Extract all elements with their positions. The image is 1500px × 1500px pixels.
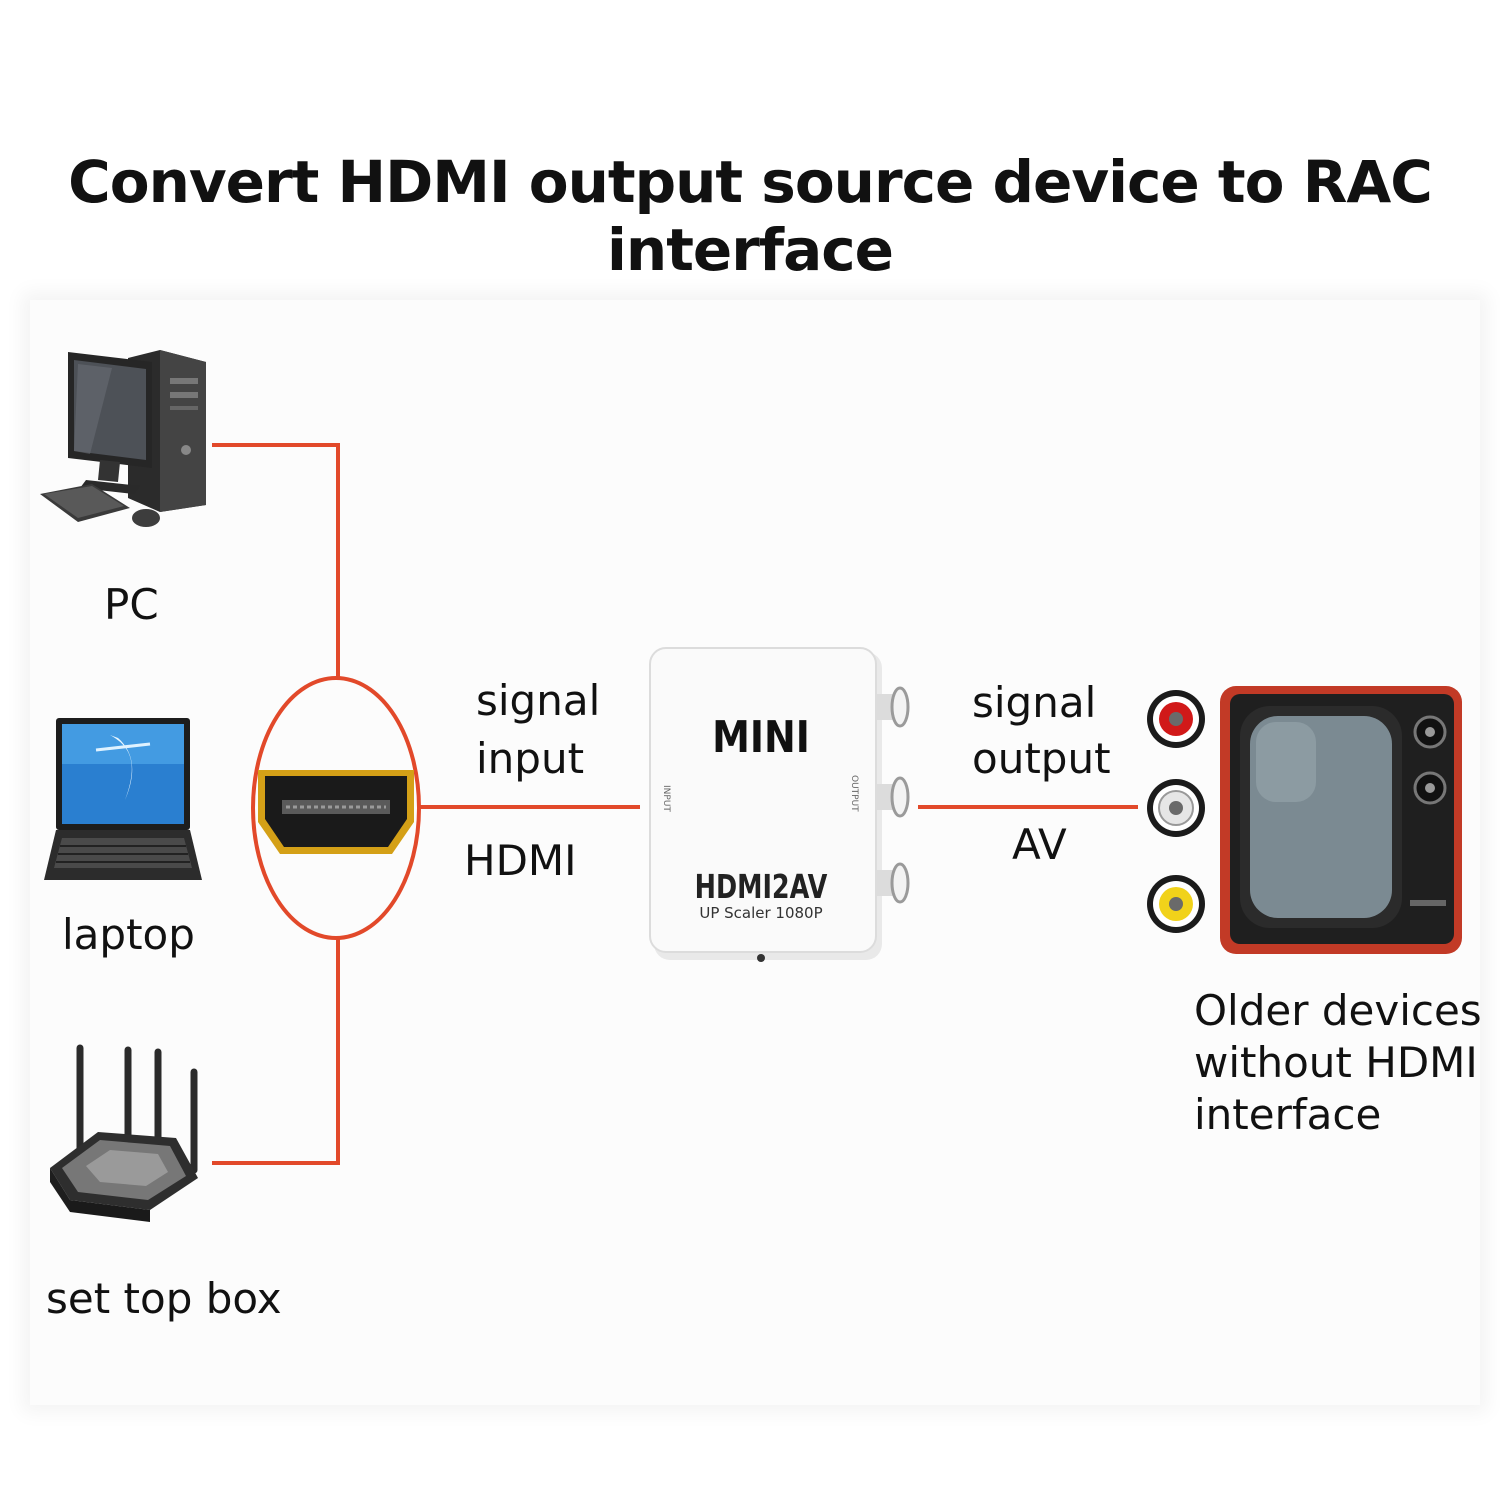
converter-subtitle: UP Scaler 1080P — [699, 904, 822, 922]
page-title: Convert HDMI output source device to RAC… — [68, 148, 1433, 284]
wire-set-top-box — [212, 938, 340, 1165]
laptop-icon — [44, 718, 202, 880]
input-label-line1: signal — [476, 676, 601, 725]
hdmi-port-icon — [258, 770, 414, 854]
source-label-set-top-box: set top box — [46, 1274, 282, 1323]
hdmi-highlight-ellipse — [251, 676, 421, 940]
output-type-label: AV — [1012, 820, 1067, 869]
router-set-top-box-icon — [50, 1044, 198, 1222]
input-label-line2: input — [476, 734, 585, 783]
wire-pc — [212, 443, 340, 678]
hdmi2av-converter — [649, 647, 910, 962]
desktop-pc-icon — [40, 350, 206, 527]
input-type-label: HDMI — [464, 836, 577, 885]
source-label-laptop: laptop — [62, 910, 195, 959]
converter-model: HDMI2AV — [695, 868, 828, 906]
source-label-pc: PC — [104, 580, 159, 629]
converter-brand: MINI — [712, 711, 810, 762]
old-tv-icon — [1220, 686, 1462, 954]
output-label-line2: output — [972, 734, 1111, 783]
wires — [212, 443, 1138, 1165]
output-label-line1: signal — [972, 678, 1097, 727]
target-label-line3: interface — [1194, 1090, 1382, 1139]
target-label-line1: Older devices — [1194, 986, 1482, 1035]
converter-input-port-label: INPUT — [661, 785, 671, 812]
converter-output-port-label: OUTPUT — [849, 775, 859, 812]
rca-jacks — [1147, 690, 1205, 933]
target-label-line2: without HDMI — [1194, 1038, 1478, 1087]
